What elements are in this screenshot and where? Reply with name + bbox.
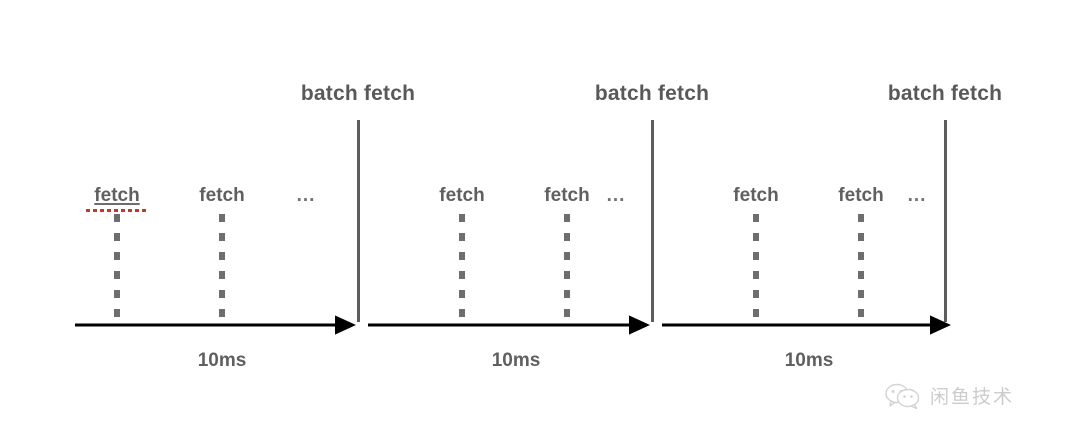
fetch-drop-line — [459, 214, 465, 318]
batch-divider — [357, 120, 360, 322]
duration-label: 10ms — [491, 350, 541, 371]
ellipsis-label: ... — [606, 185, 626, 206]
fetch-drop-line — [564, 214, 570, 318]
batch-divider — [944, 120, 947, 322]
batch-divider — [651, 120, 654, 322]
fetch-drop-line — [753, 214, 759, 318]
batch-fetch-label: batch fetch — [300, 82, 416, 105]
fetch-label: fetch — [94, 185, 140, 206]
wechat-icon — [885, 383, 920, 409]
fetch-drop-line — [219, 214, 225, 318]
fetch-label: fetch — [838, 185, 884, 206]
fetch-drop-line — [114, 214, 120, 318]
duration-label: 10ms — [197, 350, 247, 371]
fetch-label: fetch — [199, 185, 245, 206]
ellipsis-label: ... — [907, 185, 927, 206]
fetch-label: fetch — [733, 185, 779, 206]
batch-fetch-label: batch fetch — [887, 82, 1003, 105]
fetch-label: fetch — [439, 185, 485, 206]
watermark: 闲鱼技术 — [885, 382, 1014, 409]
fetch-drop-line — [858, 214, 864, 318]
duration-label: 10ms — [784, 350, 834, 371]
spellcheck-underline-icon — [86, 209, 148, 212]
fetch-label: fetch — [544, 185, 590, 206]
watermark-text: 闲鱼技术 — [930, 386, 1015, 408]
ellipsis-label: ... — [296, 185, 316, 206]
batch-fetch-label: batch fetch — [594, 82, 710, 105]
